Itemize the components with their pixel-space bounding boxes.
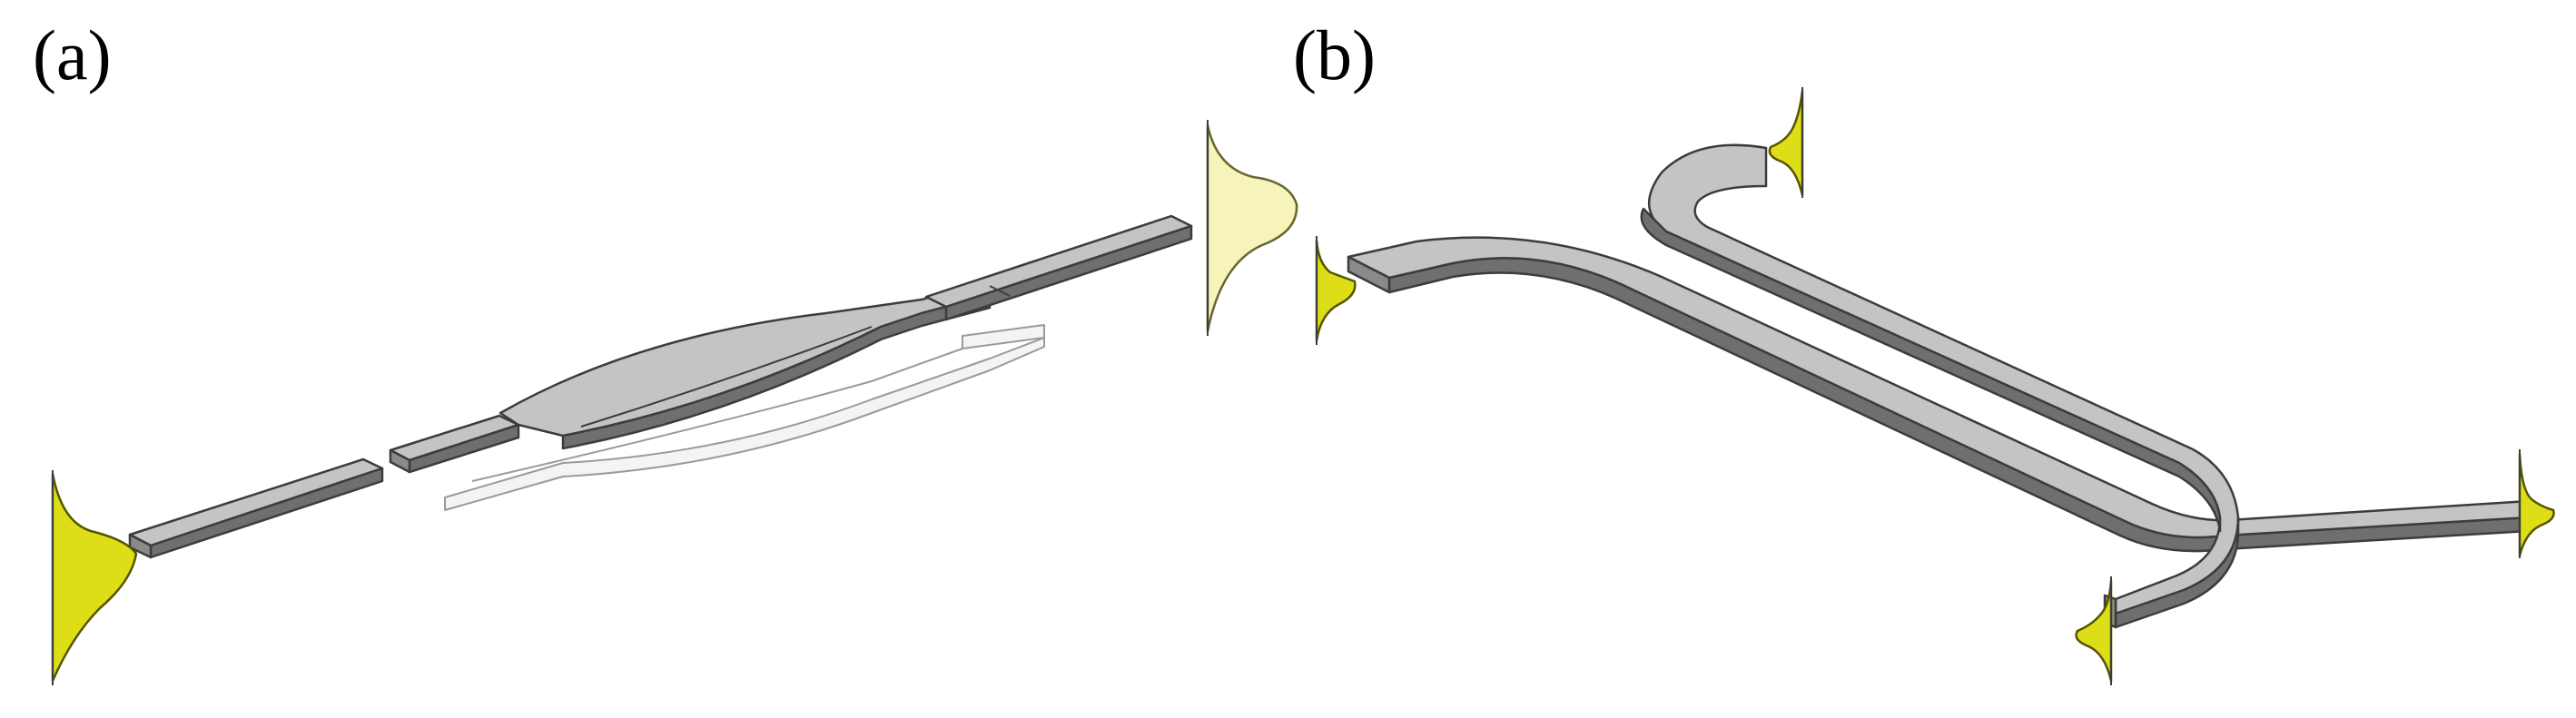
waveguide-1 xyxy=(1347,236,2531,553)
output-mode-profile xyxy=(1206,120,1298,336)
panel-a-label: (a) xyxy=(33,15,112,94)
input-waveguide-segment xyxy=(128,457,384,559)
panel-a-diagram xyxy=(51,120,1298,685)
lower-taper-inner-edge xyxy=(471,348,963,482)
left-mode-profile xyxy=(1315,236,1357,345)
gap-waveguide-segment xyxy=(389,414,520,474)
waveguide-2 xyxy=(1640,143,2240,629)
panel-b-diagram xyxy=(1315,87,2555,685)
input-mode-profile xyxy=(51,470,138,685)
lower-taper-body xyxy=(444,337,1045,511)
bottom-mode-profile xyxy=(2075,576,2113,685)
lower-waveguide-layer xyxy=(444,324,1045,511)
top-mode-profile xyxy=(1768,87,1804,198)
output-waveguide-segment xyxy=(924,214,1193,321)
lower-end-stub xyxy=(962,324,1045,349)
panel-b-label: (b) xyxy=(1293,15,1376,94)
right-mode-profile xyxy=(2518,449,2555,558)
